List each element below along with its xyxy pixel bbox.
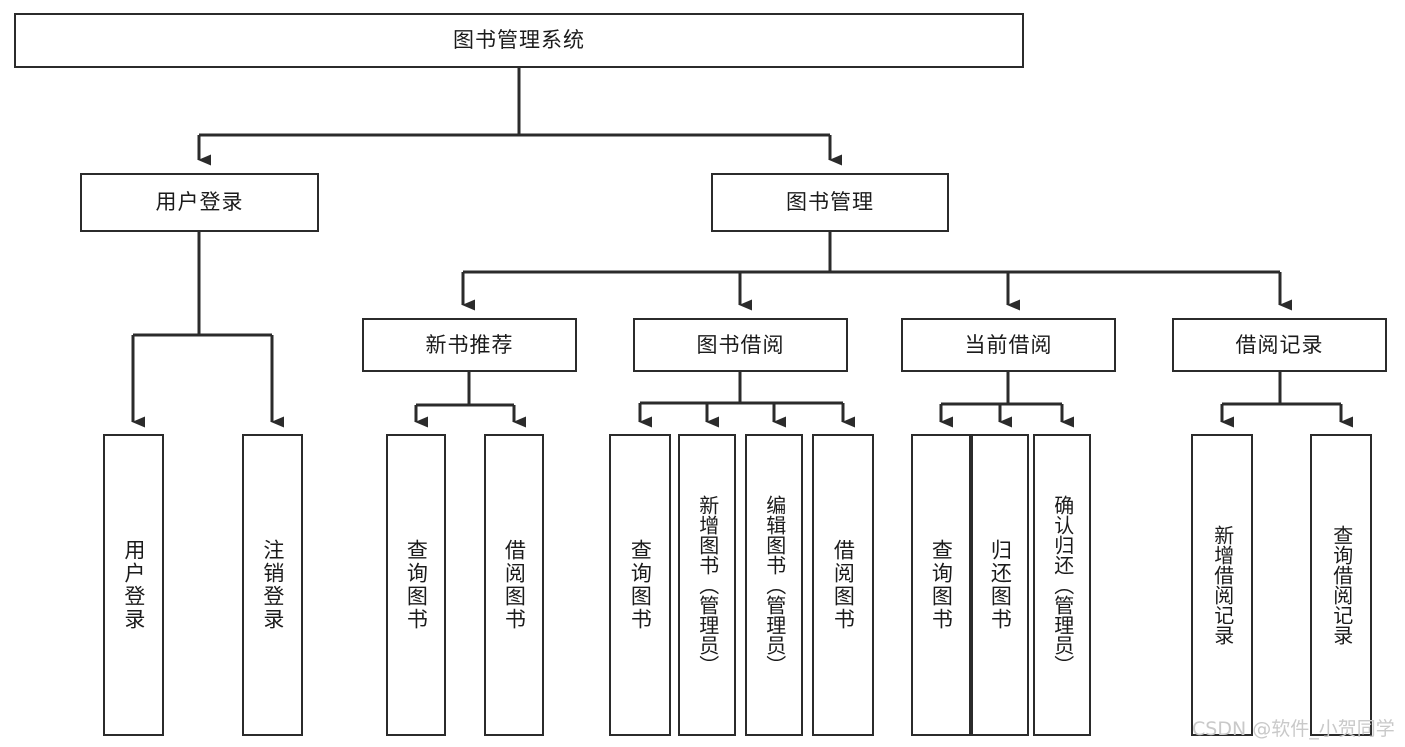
node-borrow-records[interactable]: 借阅记录: [1172, 318, 1387, 372]
leaf-user-login-logout[interactable]: 注销登录: [242, 434, 303, 736]
leaf-recommend-query-book[interactable]: 查询图书: [386, 434, 446, 736]
node-new-book-recommend[interactable]: 新书推荐: [362, 318, 577, 372]
node-current-borrow[interactable]: 当前借阅: [901, 318, 1116, 372]
node-label: 当前借阅: [964, 332, 1053, 357]
node-label: 查询借阅记录: [1329, 525, 1354, 645]
leaf-records-add-record[interactable]: 新增借阅记录: [1191, 434, 1253, 736]
node-label: 确认归还（管理员）: [1050, 495, 1075, 675]
node-label: 图书管理系统: [453, 28, 585, 53]
node-label: 用户登录: [155, 190, 244, 215]
node-label: 新书推荐: [425, 332, 514, 357]
leaf-borrow-query-book[interactable]: 查询图书: [609, 434, 671, 736]
node-label: 注销登录: [260, 539, 285, 631]
leaf-current-query-book[interactable]: 查询图书: [911, 434, 971, 736]
node-label: 新增借阅记录: [1210, 525, 1235, 645]
node-label: 图书借阅: [696, 332, 785, 357]
node-label: 新增图书（管理员）: [695, 495, 720, 675]
node-book-borrow[interactable]: 图书借阅: [633, 318, 848, 372]
node-label: 借阅图书: [502, 539, 527, 631]
node-label: 归还图书: [988, 539, 1013, 631]
leaf-recommend-borrow-book[interactable]: 借阅图书: [484, 434, 544, 736]
node-label: 查询图书: [628, 539, 653, 631]
node-label: 查询图书: [929, 539, 954, 631]
node-label: 用户登录: [121, 539, 146, 631]
leaf-current-confirm-return-admin[interactable]: 确认归还（管理员）: [1033, 434, 1091, 736]
leaf-records-query-record[interactable]: 查询借阅记录: [1310, 434, 1372, 736]
node-label: 图书管理: [786, 190, 874, 215]
leaf-user-login-login[interactable]: 用户登录: [103, 434, 164, 736]
node-label: 查询图书: [404, 539, 429, 631]
node-user-login[interactable]: 用户登录: [80, 173, 319, 232]
node-label: 编辑图书（管理员）: [762, 495, 787, 675]
node-label: 借阅图书: [831, 539, 856, 631]
leaf-borrow-borrow-book[interactable]: 借阅图书: [812, 434, 874, 736]
watermark: CSDN @软件_小贺同学: [1192, 718, 1395, 740]
leaf-borrow-edit-book-admin[interactable]: 编辑图书（管理员）: [745, 434, 803, 736]
node-book-management[interactable]: 图书管理: [711, 173, 949, 232]
leaf-borrow-add-book-admin[interactable]: 新增图书（管理员）: [678, 434, 736, 736]
node-label: 借阅记录: [1235, 332, 1324, 357]
node-root-system[interactable]: 图书管理系统: [14, 13, 1024, 68]
leaf-current-return-book[interactable]: 归还图书: [971, 434, 1029, 736]
